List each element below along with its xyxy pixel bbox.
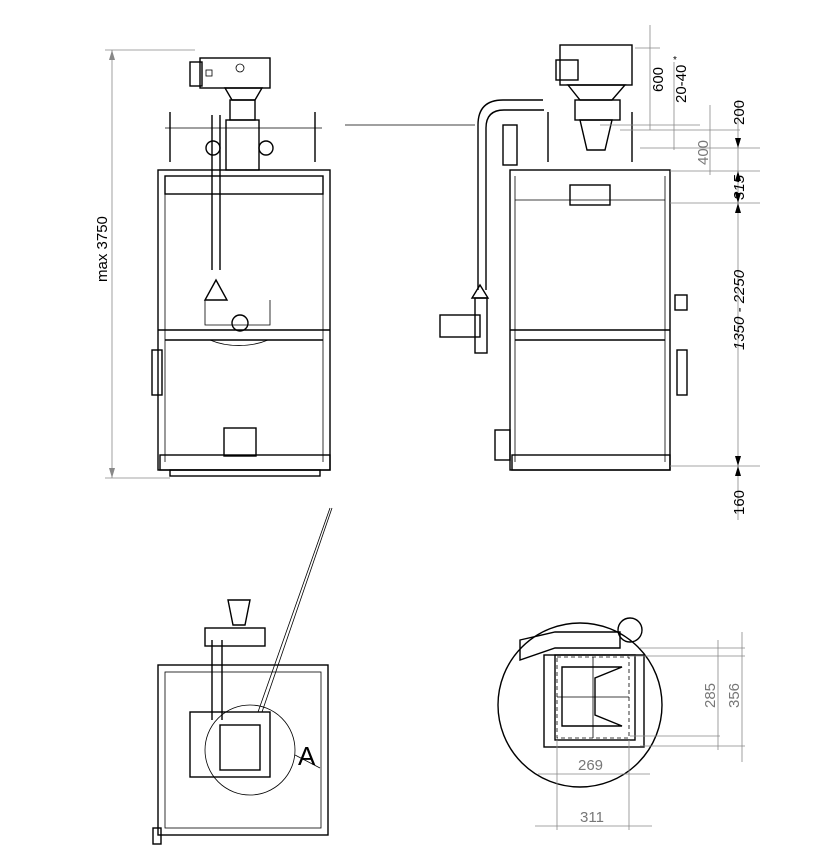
side-view: 600 20-40 * 400 200 315 1350 - 2250 160 bbox=[439, 25, 760, 520]
dim-315: 315 bbox=[731, 174, 748, 200]
dim-20-40-note: * bbox=[673, 55, 677, 66]
dim-285: 285 bbox=[702, 683, 719, 708]
detail-a: 285 356 269 311 bbox=[497, 617, 745, 830]
dim-1350-2250: 1350 - 2250 bbox=[731, 269, 748, 350]
dim-600: 600 bbox=[650, 67, 667, 92]
dim-356: 356 bbox=[726, 683, 743, 708]
dim-269: 269 bbox=[578, 757, 603, 774]
dim-20-40: 20-40 bbox=[673, 65, 690, 103]
top-view: A bbox=[152, 507, 333, 845]
front-view: max 3750 bbox=[94, 49, 331, 479]
dim-311: 311 bbox=[580, 809, 604, 826]
max-height-label: max 3750 bbox=[94, 216, 111, 282]
dim-160: 160 bbox=[731, 490, 748, 515]
detail-marker-a: A bbox=[298, 741, 316, 771]
dim-400: 400 bbox=[695, 140, 712, 165]
dim-200: 200 bbox=[731, 100, 748, 125]
